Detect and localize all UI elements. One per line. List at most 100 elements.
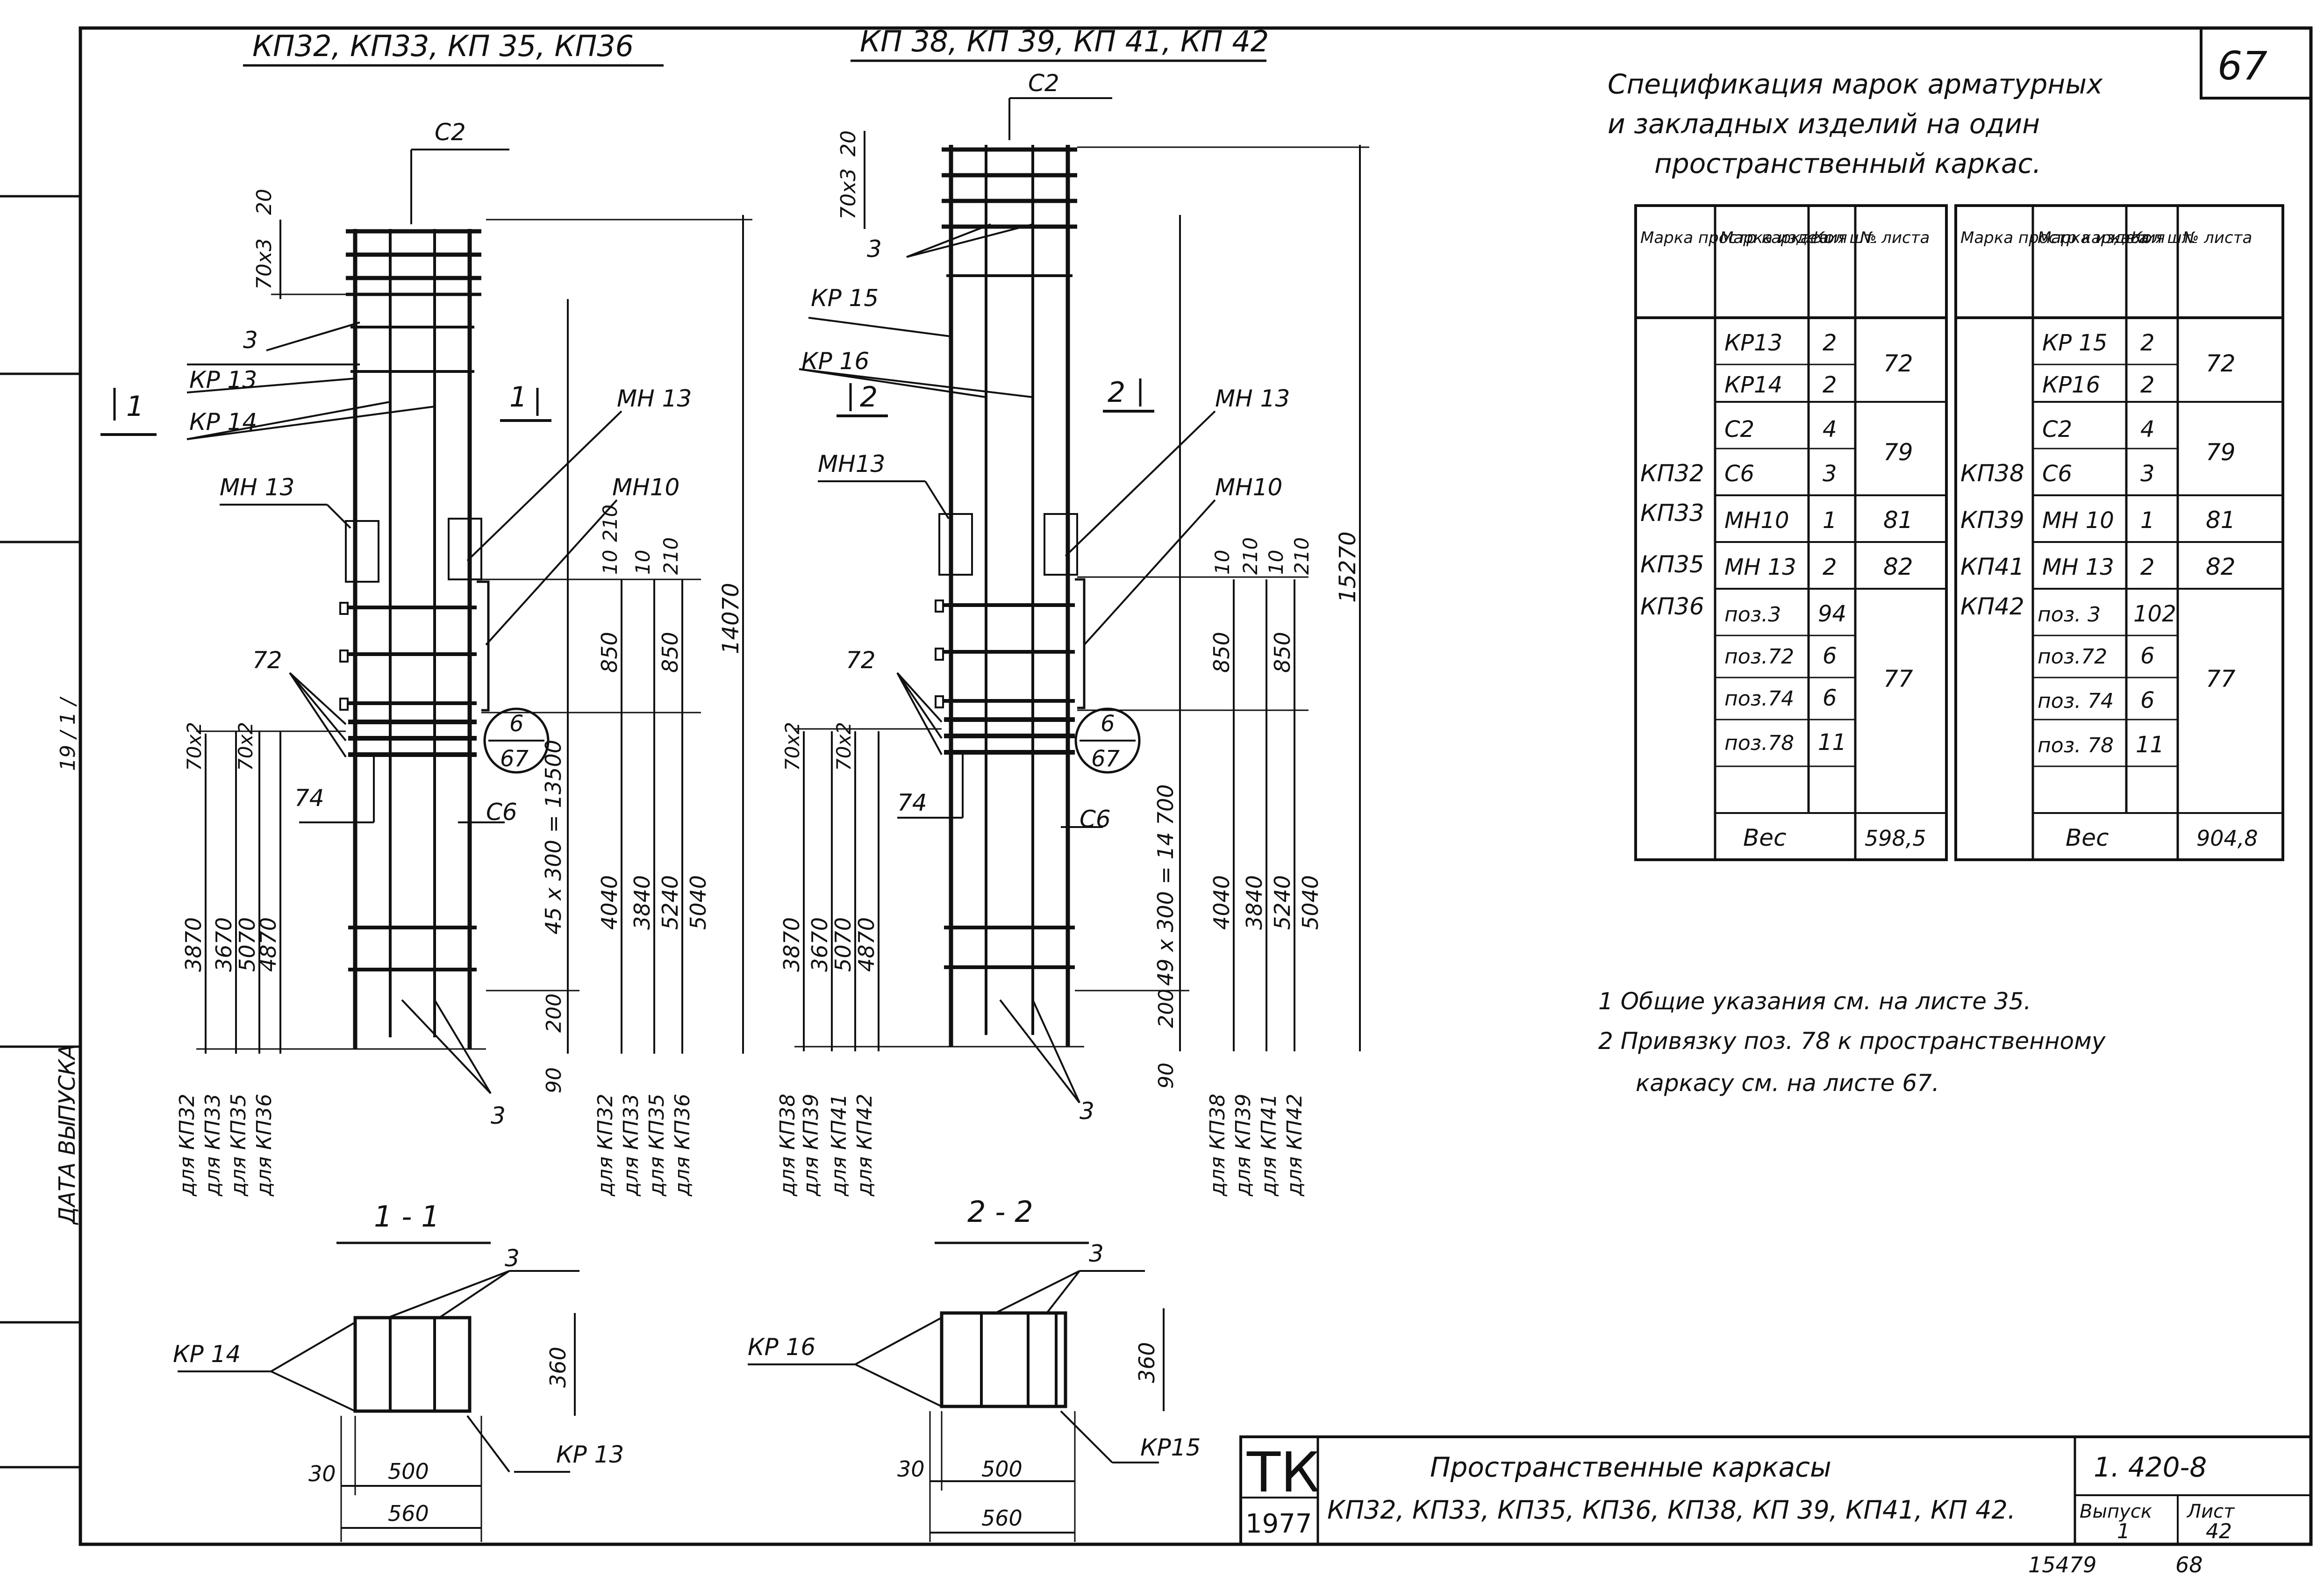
dim-left-small-4: 210 [659, 537, 682, 575]
spec-right-item-3: С2 [2042, 416, 2072, 442]
section-2-pos3: 3 [1089, 1240, 1104, 1267]
for-left-r2: для КП33 [619, 1094, 643, 1197]
section-1-dim-30: 30 [308, 1461, 336, 1486]
dim-left-90: 90 [542, 1067, 566, 1093]
spec-right-item-6: МН 13 [2042, 554, 2114, 580]
spec-right-qty-4: 3 [2140, 461, 2155, 487]
section-2-dim-30: 30 [897, 1456, 925, 1482]
spec-right-item-10: поз. 78 [2038, 734, 2114, 757]
spec-right-header-sheet: № листа [2181, 228, 2252, 247]
dim-right-70x2-a: 70х2 [781, 722, 804, 771]
dim-left-850-b: 850 [658, 632, 683, 673]
drawing-right: КП 38, КП 39, КП 41, КП 42 С2 3 КР 15 [776, 24, 1369, 1197]
callout-right-bottom: 67 [1091, 746, 1120, 772]
spec-right-sheet-2: 79 [2206, 439, 2236, 466]
for-left-4: для КП36 [252, 1094, 276, 1197]
spec-left-sheet-1: 72 [1883, 350, 1913, 377]
section-2-dim-560: 560 [981, 1506, 1023, 1531]
sheet-number-top: 67 [2217, 43, 2267, 89]
spec-right-qty-2: 2 [2140, 372, 2155, 398]
dim-left-200: 200 [542, 993, 566, 1033]
dim-left-total: 14070 [718, 583, 744, 654]
dim-left-3870: 3870 [181, 917, 206, 972]
dim-right-5040: 5040 [1298, 875, 1323, 930]
dim-right-200: 200 [1154, 989, 1178, 1028]
for-right-r4: для КП42 [1283, 1094, 1307, 1197]
spec-right-sheet-1: 72 [2206, 350, 2236, 377]
label-pos3-left-top: 3 [243, 327, 258, 354]
dim-left-small-2: 210 [599, 505, 622, 542]
label-c6-left: С6 [486, 799, 517, 826]
drawing-left-title: КП32, КП33, КП 35, КП36 [252, 29, 634, 63]
spec-left-qty-4: 3 [1823, 461, 1837, 487]
spec-left-header-mark: Марка простр каркаса [1640, 228, 1829, 247]
spec-title: Спецификация марок арматурных и закладны… [1608, 68, 2103, 179]
label-pos3-right-bottom: 3 [1080, 1098, 1094, 1125]
section-2-dim-360: 360 [1134, 1342, 1159, 1383]
dim-left-70x2-a: 70х2 [183, 722, 206, 771]
label-c6-right: С6 [1080, 806, 1111, 833]
dim-left-70x2-b: 70х2 [234, 722, 257, 771]
spec-right-item-4: С6 [2042, 461, 2072, 487]
dim-right-850-a: 850 [1209, 632, 1234, 673]
dim-right-5240: 5240 [1270, 875, 1295, 930]
for-right-4: для КП42 [853, 1094, 877, 1197]
spec-right-weight: 904,8 [2196, 826, 2258, 851]
spec-left-qty-5: 1 [1823, 507, 1837, 534]
spec-right-qty-8: 6 [2140, 643, 2155, 669]
spec-left-header-sheet: № листа [1859, 228, 1930, 247]
spec-left-header-item: Марка изделия [1720, 228, 1847, 247]
section-mark-right-b: 2 [1108, 376, 1125, 409]
dim-right-series: 49 х 300 = 14 700 [1153, 784, 1178, 986]
dim-left-5240: 5240 [658, 875, 683, 930]
section-1-pos3: 3 [505, 1245, 520, 1272]
dim-right-70x3: 70х3 [837, 168, 860, 220]
section-1-1: 1 - 1 3 КР 14 КР 13 360 30 500 560 [173, 1199, 624, 1542]
section-2-kr16: КР 16 [748, 1334, 815, 1361]
spec-left-mark-2: КП33 [1640, 499, 1704, 527]
label-mn13-left-a: МН 13 [220, 474, 294, 501]
spec-right-item-5: МН 10 [2042, 507, 2114, 534]
sheet-number-bottom-left: 15479 [2028, 1552, 2096, 1577]
dim-right-70x2-b: 70х2 [832, 722, 855, 771]
title-block-issue-label: Выпуск [2080, 1501, 2152, 1522]
sheet-number-bottom-right: 68 [2175, 1552, 2203, 1577]
note-3: каркасу см. на листе 67. [1636, 1070, 1939, 1097]
dim-left-series: 45 х 300 = 13500 [541, 740, 566, 935]
dim-right-20: 20 [837, 130, 860, 157]
spec-right-qty-7: 102 [2133, 601, 2176, 627]
spec-left-mark-4: КП36 [1640, 593, 1704, 620]
spec-left-sheet-5: 77 [1883, 665, 1913, 692]
dim-left-5040: 5040 [686, 875, 711, 930]
label-c2-right: С2 [1028, 70, 1059, 97]
dim-left-70x3: 70х3 [252, 238, 276, 290]
spec-right-mark-1: КП38 [1960, 460, 2024, 487]
spec-right-mark-2: КП39 [1960, 507, 2024, 534]
spec-left-qty-1: 2 [1823, 330, 1837, 356]
spec-title-line-1: Спецификация марок арматурных [1608, 68, 2103, 100]
spec-left-qty-8: 6 [1823, 643, 1837, 669]
spec-left-mark-3: КП35 [1640, 551, 1704, 578]
title-block-year: 1977 [1245, 1509, 1312, 1539]
section-mark-right-a: 2 [860, 381, 878, 414]
dim-left-20: 20 [252, 189, 276, 215]
spec-left-item-7: поз.3 [1724, 603, 1781, 627]
dim-left-small-1: 10 [599, 550, 622, 575]
note-1: 1 Общие указания см. на листе 35. [1598, 988, 2031, 1015]
title-block-org: ТК [1246, 1440, 1320, 1505]
for-right-2: для КП39 [799, 1094, 823, 1197]
spec-left-qty-3: 4 [1823, 416, 1837, 442]
for-right-3: для КП41 [827, 1094, 851, 1197]
dim-right-small-4: 210 [1290, 537, 1313, 575]
spec-left-sheet-3: 81 [1883, 507, 1913, 534]
section-1-kr14: КР 14 [173, 1341, 241, 1368]
label-kr15: КР 15 [811, 285, 879, 312]
spec-left-item-2: КР14 [1724, 372, 1782, 398]
for-left-2: для КП33 [201, 1094, 225, 1197]
label-pos74-left: 74 [294, 785, 324, 812]
dim-right-small-2: 210 [1239, 537, 1262, 575]
label-mn10-right: МН10 [1215, 474, 1282, 501]
dim-left-3670: 3670 [211, 917, 236, 972]
dim-right-4040: 4040 [1209, 875, 1234, 930]
spec-right-header-qty: Кол шт. [2131, 228, 2196, 247]
